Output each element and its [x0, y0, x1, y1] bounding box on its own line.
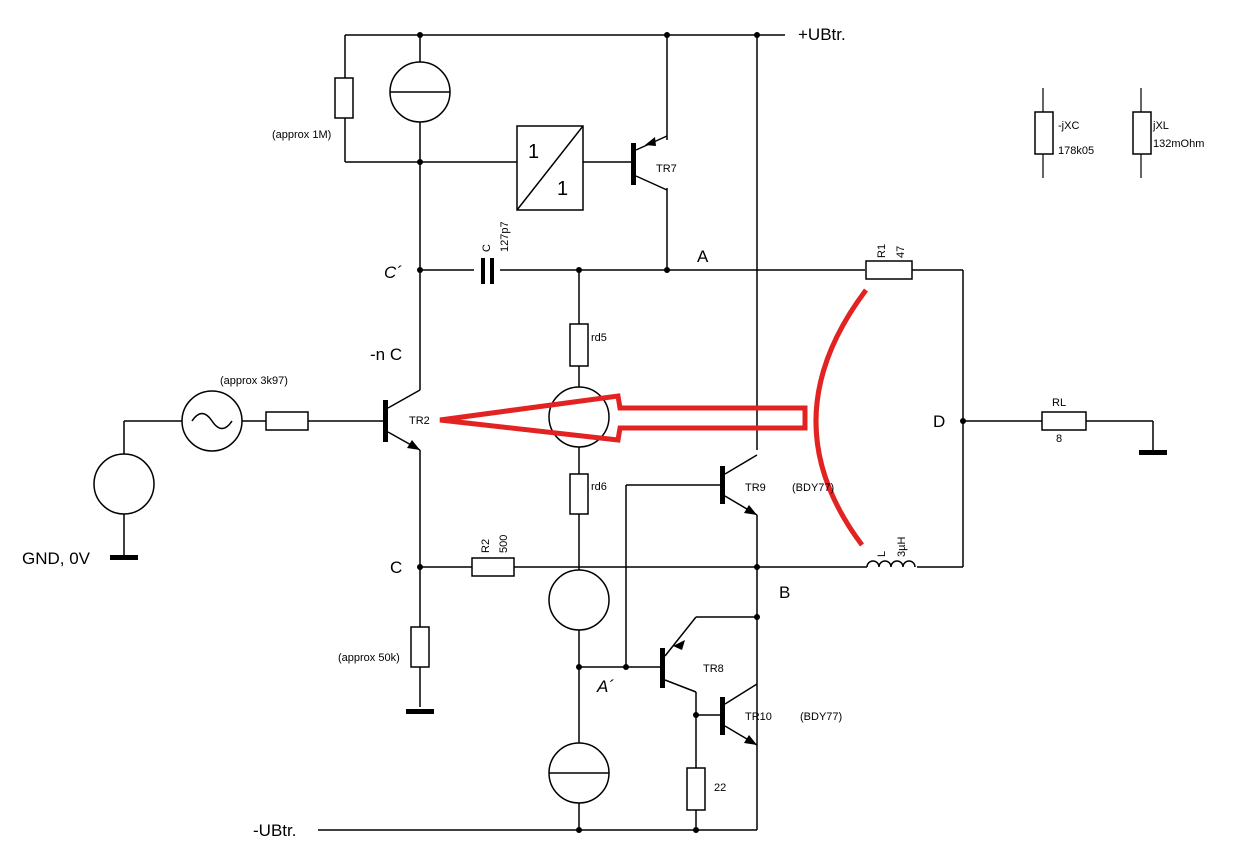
transistor-tr8 [660, 616, 697, 693]
buffer-bottom-label: 1 [557, 178, 568, 200]
resistor-22 [686, 767, 706, 811]
red-arrow [439, 393, 808, 443]
node-c-prime-label: C´ [384, 263, 402, 282]
resistor-rl [1041, 411, 1087, 431]
node-a-label: A [697, 247, 709, 266]
capacitor-c [474, 258, 500, 284]
r2-value-label: 500 [498, 535, 510, 553]
rd5-label: rd5 [591, 332, 607, 344]
node-neg-n-c-label: -n C [370, 345, 402, 364]
red-annotations [439, 288, 868, 547]
tr10-type-label: (BDY77) [800, 711, 842, 723]
ground-label: GND, 0V [22, 549, 91, 568]
tr10-label: TR10 [745, 711, 772, 723]
l-name-label: L [876, 551, 888, 557]
resistor-r1 [865, 260, 913, 280]
r1-value-label: 47 [895, 246, 907, 258]
legend-xl-value: 132mOhm [1153, 138, 1204, 150]
node-a-prime-label: A´ [596, 677, 614, 696]
source-r-label: (approx 3k97) [220, 375, 288, 387]
l-value-label: 3µH [896, 537, 908, 557]
legend-xc-value: 178k05 [1058, 145, 1094, 157]
rd6-label: rd6 [591, 481, 607, 493]
negative-rail-label: -UBtr. [253, 821, 296, 840]
node-c-label: C [390, 558, 402, 577]
r1-name-label: R1 [876, 244, 888, 258]
wires [123, 34, 1154, 831]
rl-value-label: 8 [1056, 433, 1062, 445]
node-d-label: D [933, 412, 945, 431]
current-source-bottom [548, 742, 610, 804]
r-bottom-label: (approx 50k) [338, 652, 400, 664]
resistor-approx-3k97 [265, 411, 309, 431]
legend-xl-resistor [1132, 88, 1152, 178]
junction-dots [417, 32, 966, 833]
tr7-label: TR7 [656, 163, 677, 175]
tr9-label: TR9 [745, 482, 766, 494]
current-source-top [389, 61, 451, 123]
transistor-tr7 [631, 135, 668, 191]
tr8-label: TR8 [703, 663, 724, 675]
resistor-approx-1m [334, 77, 354, 119]
voltage-source-gnd [93, 453, 155, 515]
tr2-label: TR2 [409, 415, 430, 427]
labels: +UBtr. -UBtr. GND, 0V C´ -n C A C B D A´… [22, 25, 1204, 840]
transistor-tr9 [720, 454, 758, 516]
r22-label: 22 [714, 782, 726, 794]
positive-rail-label: +UBtr. [798, 25, 846, 44]
red-curve [813, 288, 868, 547]
resistor-r2 [471, 557, 515, 577]
resistor-rd5 [569, 323, 589, 367]
tr9-type-label: (BDY77) [792, 482, 834, 494]
current-source-middle [548, 569, 610, 631]
resistor-approx-50k [410, 626, 430, 668]
cap-value-label: 127p7 [499, 221, 511, 252]
buffer-top-label: 1 [528, 141, 539, 163]
buffer-amplifier [516, 125, 584, 211]
ground-bars [110, 450, 1167, 714]
legend-xc-name: -jXC [1058, 120, 1079, 132]
signal-generator [181, 390, 243, 452]
rl-name-label: RL [1052, 397, 1066, 409]
cap-name-label: C [481, 244, 493, 252]
inductor-l [866, 560, 916, 568]
resistor-rd6 [569, 473, 589, 515]
r2-name-label: R2 [480, 539, 492, 553]
node-b-label: B [779, 583, 790, 602]
legend-xl-name: jXL [1152, 120, 1169, 132]
legend-xc-resistor [1034, 88, 1054, 178]
r-top-label: (approx 1M) [272, 129, 331, 141]
transistor-tr2 [383, 389, 421, 451]
transistor-tr10 [720, 683, 758, 746]
